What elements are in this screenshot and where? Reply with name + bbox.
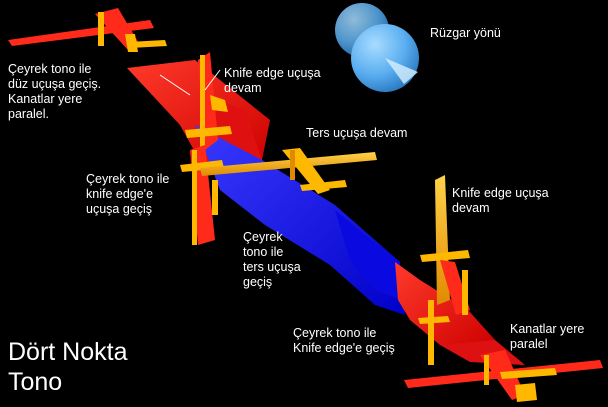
label-quarter-roll-knife-edge: Çeyrek tono ile knife edge'e uçuşa geçiş <box>86 172 169 217</box>
label-quarter-roll-knife-edge-2: Çeyrek tono ile Knife edge'e geçiş <box>293 326 395 356</box>
label-wings-level: Kanatlar yere paralel <box>510 322 584 352</box>
wind-direction-label: Rüzgar yönü <box>430 26 501 41</box>
diagram-title: Dört Nokta Tono <box>8 337 127 397</box>
label-knife-edge-continue-2: Knife edge uçuşa devam <box>452 186 549 216</box>
label-inverted-continue: Ters uçuşa devam <box>306 126 407 141</box>
label-quarter-roll-inverted: Çeyrek tono ile ters uçuşa geçiş <box>243 230 301 290</box>
label-quarter-roll-level: Çeyrek tono ile düz uçuşa geçiş. Kanatla… <box>8 62 101 122</box>
airplane-wings-level-icon-1 <box>8 8 167 52</box>
wind-direction-globe-icon <box>335 3 419 92</box>
label-knife-edge-continue-1: Knife edge uçuşa devam <box>224 66 321 96</box>
